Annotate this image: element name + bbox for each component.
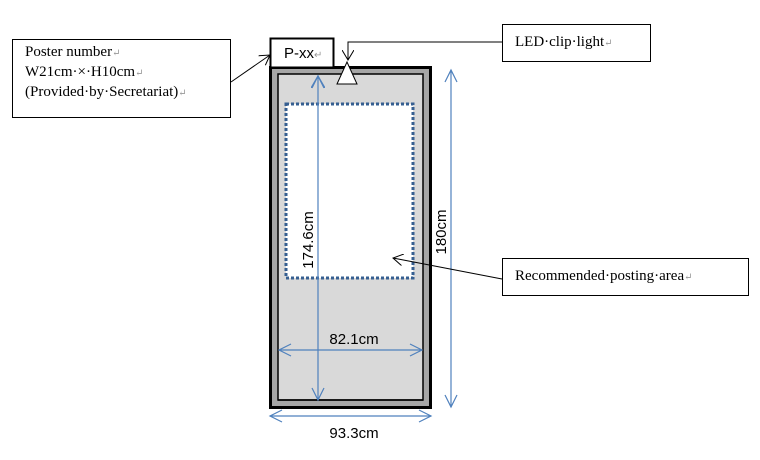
total-width-arrow-left [268,409,283,423]
led-clip-light-icon [336,60,358,85]
total-width-label: 93.3cm [329,425,378,442]
total-height-arrow-bottom [444,394,458,409]
led-light-leader-line [348,41,502,60]
poster-number-line-2: W21cm·×·H10cm↵ [25,64,144,80]
led-clip-light-callout: LED·clip·light↵ [502,24,651,62]
total-height-arrow-top [444,68,458,83]
poster-number-tag-label: P-xx↵ [284,45,322,62]
recommended-posting-area [284,102,415,280]
poster-number-tag [269,37,335,69]
inner-height-arrow-top [311,74,325,89]
total-height-label: 180cm [433,209,450,254]
led-clip-light-label: LED·clip·light [515,34,605,50]
posting-area-leader-line [393,258,503,280]
inner-width-arrow-left [277,343,292,357]
total-width-arrow-right [418,409,433,423]
inner-height-label: 174.6cm [300,211,317,269]
posting-area-label: Recommended·posting·area [515,268,685,284]
poster-number-line-1: Poster number↵ [25,44,121,60]
poster-number-leader-line [230,55,270,83]
inner-width-arrow-right [409,343,424,357]
poster-number-callout: Poster number↵ W21cm·×·H10cm↵ (Provided·… [12,39,231,118]
posting-area-callout: Recommended·posting·area↵ [502,258,749,296]
inner-width-label: 82.1cm [329,331,378,348]
inner-height-arrow-bottom [311,387,325,402]
poster-number-line-3: (Provided·by·Secretariat)↵ [25,84,187,100]
